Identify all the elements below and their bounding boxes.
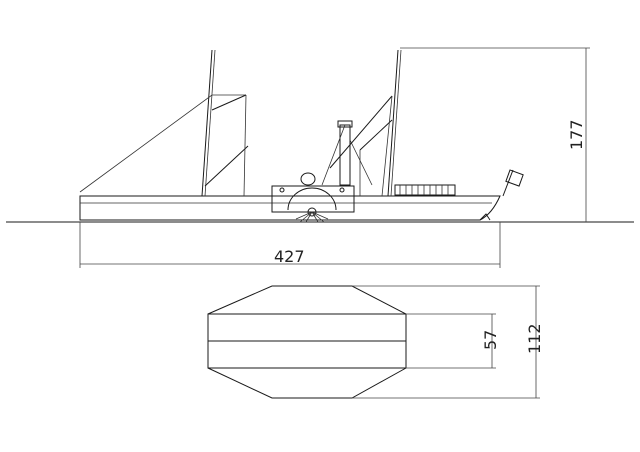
funnel-stay bbox=[321, 124, 346, 186]
funnel-stay-2 bbox=[349, 139, 373, 186]
fore-mast bbox=[201, 49, 213, 197]
height-dimension-label: 177 bbox=[567, 119, 586, 150]
main-gaff bbox=[329, 95, 393, 169]
fore-sail-leech bbox=[243, 94, 247, 197]
main-mast bbox=[387, 49, 399, 197]
paddle-box-arc bbox=[287, 187, 337, 211]
deckhouse-windows bbox=[399, 185, 449, 195]
flagstaff bbox=[502, 169, 514, 197]
side-elevation bbox=[79, 49, 524, 223]
height-dimension: 177 bbox=[400, 47, 590, 222]
fore-sail-rigging bbox=[79, 94, 246, 193]
flag bbox=[505, 169, 524, 187]
main-mast-shadow bbox=[390, 49, 402, 197]
paddle-wheel-spokes bbox=[295, 211, 329, 223]
deck-width-dimension-label: 57 bbox=[481, 330, 500, 350]
paddle-box-vent bbox=[300, 172, 316, 186]
hull bbox=[79, 195, 501, 221]
fore-mast-shadow bbox=[204, 49, 216, 197]
deckhouse bbox=[394, 184, 456, 196]
funnel-cap bbox=[337, 120, 353, 128]
main-sail-rigging bbox=[359, 95, 393, 197]
paddle-box-port bbox=[279, 187, 285, 193]
main-boom bbox=[359, 119, 393, 151]
length-dimension: 427 bbox=[79, 222, 501, 268]
fore-boom bbox=[204, 145, 249, 187]
plan-hull-outline bbox=[207, 285, 407, 399]
bow-stem bbox=[479, 213, 491, 221]
plan-view bbox=[207, 285, 407, 399]
length-dimension-label: 427 bbox=[274, 247, 305, 266]
overall-width-dimension-label: 112 bbox=[525, 323, 544, 354]
fore-gaff bbox=[211, 94, 247, 111]
overall-width-dimension: 112 bbox=[352, 285, 544, 399]
paddle-box-port-2 bbox=[339, 187, 345, 193]
paddle-box-housing bbox=[271, 185, 355, 213]
deck-width-dimension: 57 bbox=[406, 313, 500, 369]
paddle-wheel-hub bbox=[307, 207, 317, 217]
